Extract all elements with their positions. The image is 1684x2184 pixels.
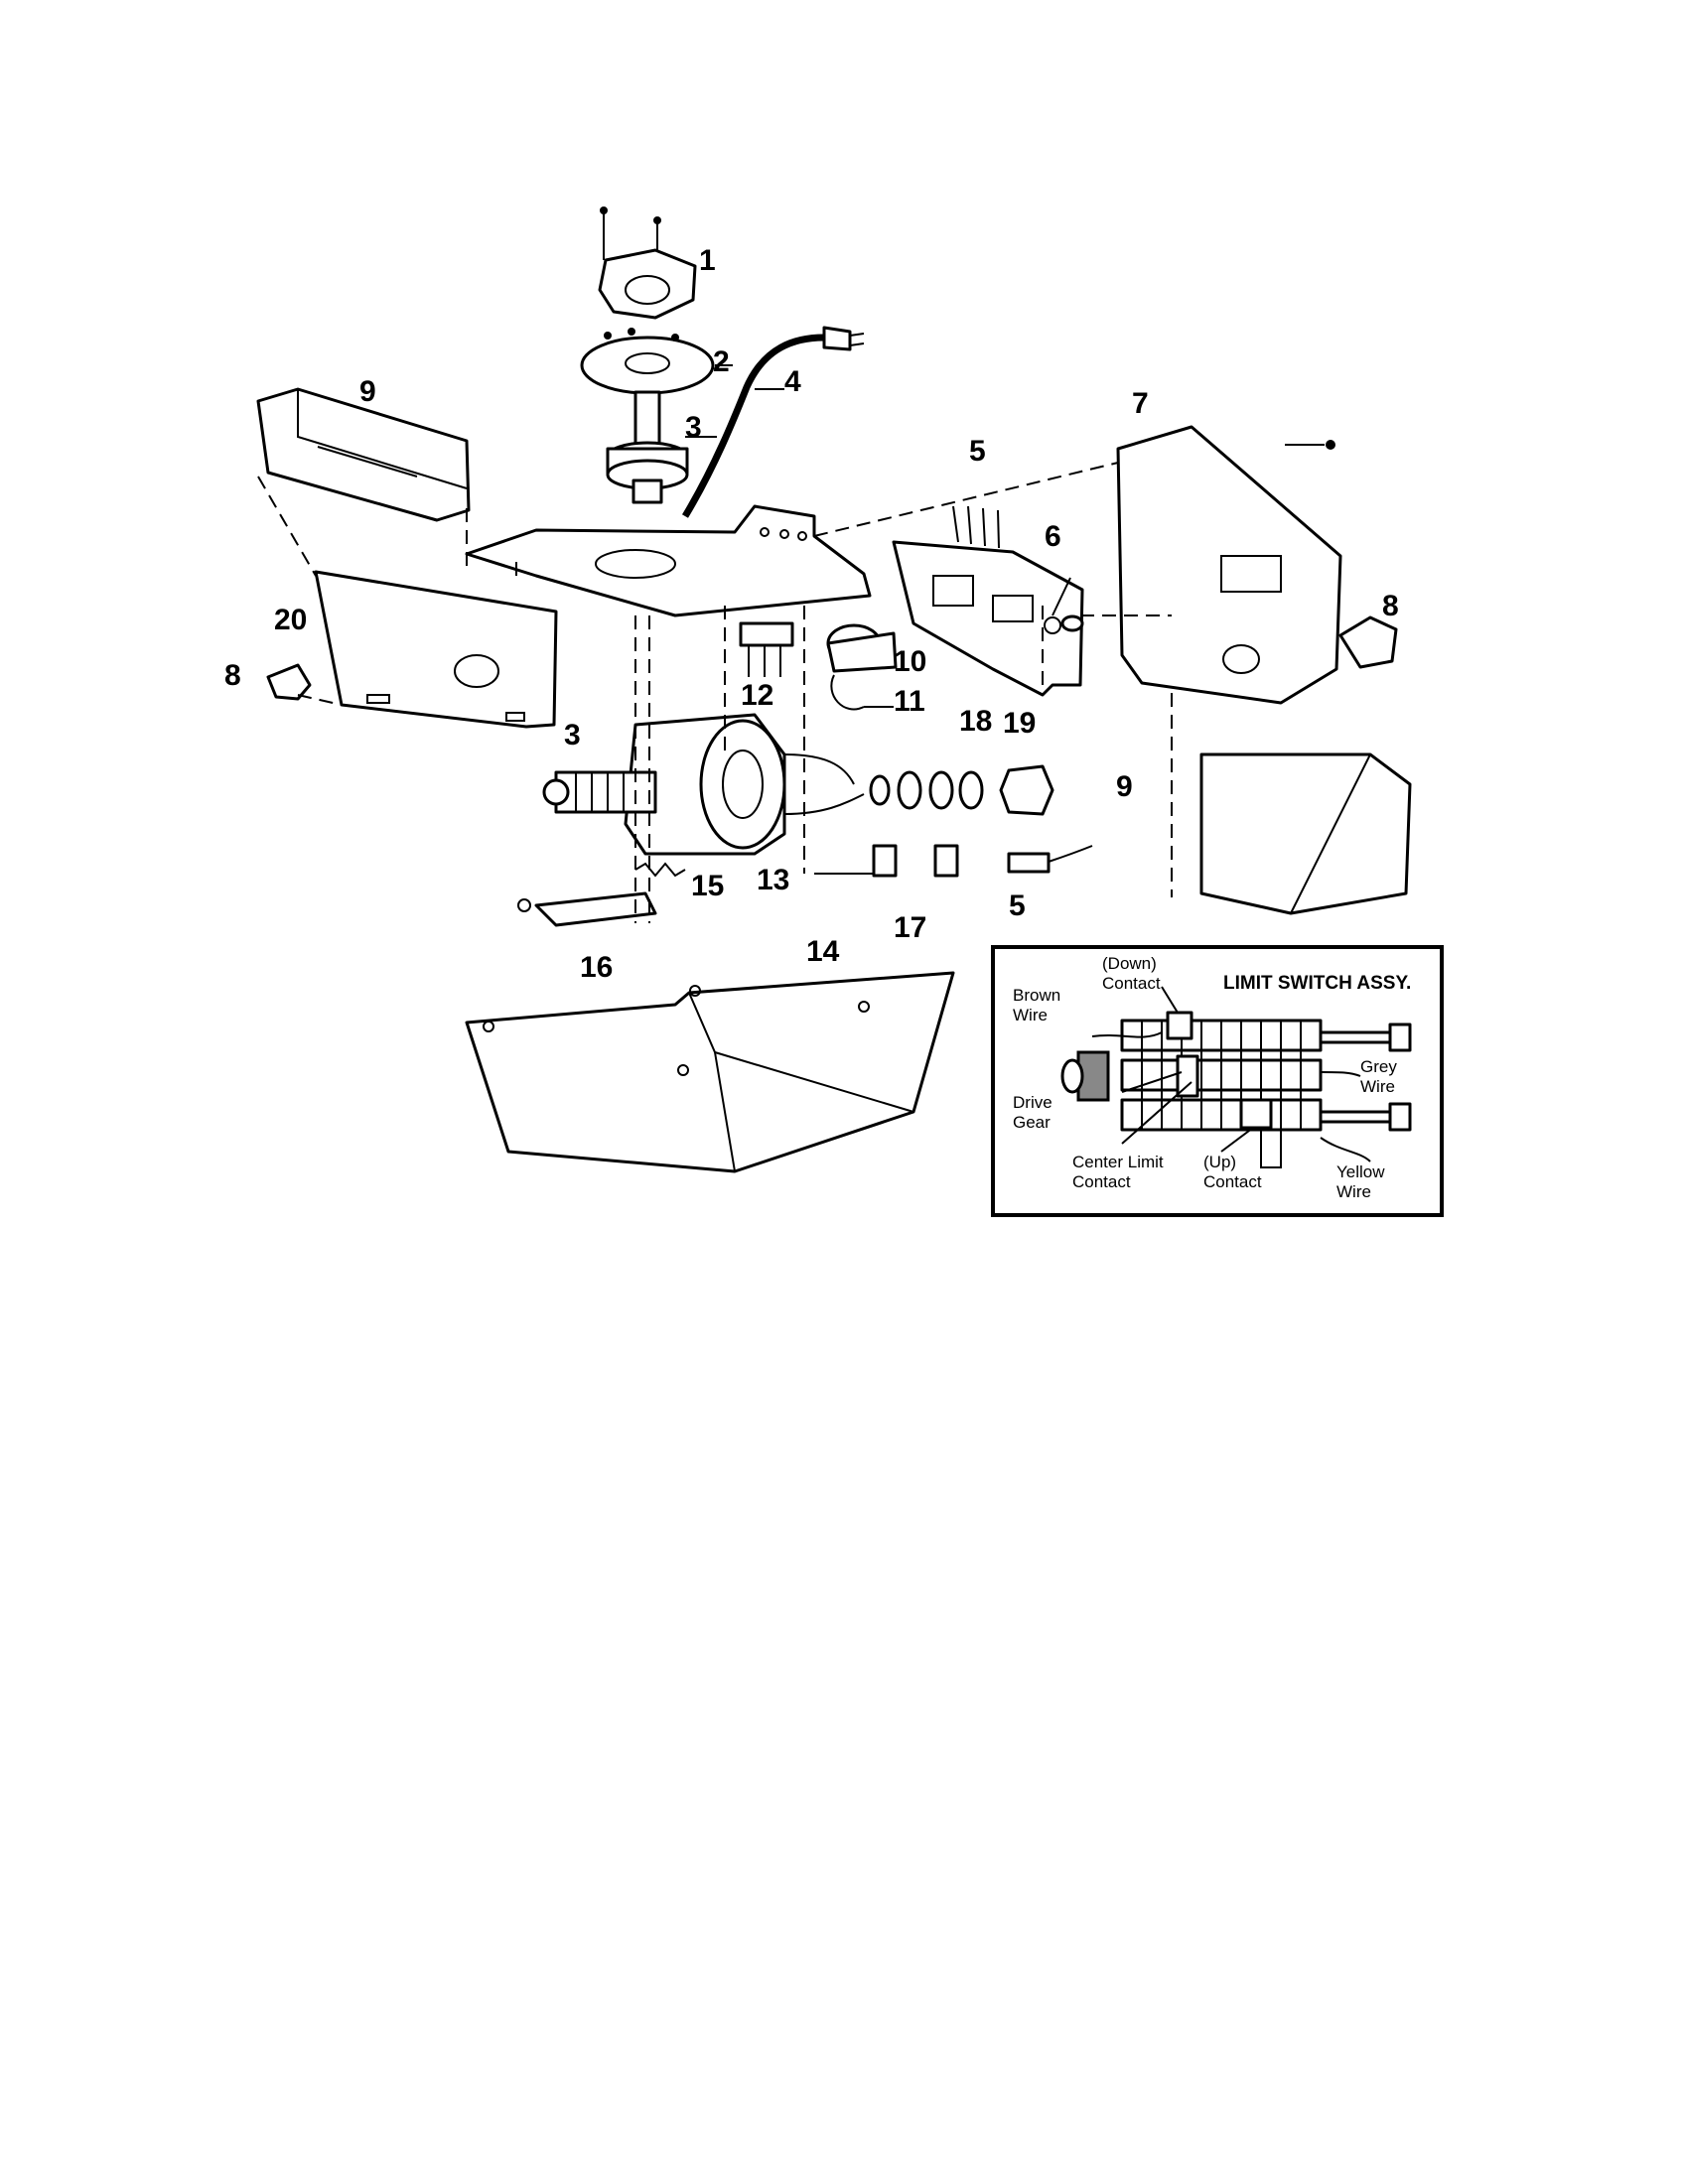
limit-switch-inset: LIMIT SWITCH ASSY. (Down) Contact Brown … [991, 945, 1444, 1217]
part-11-clip [830, 674, 894, 711]
inset-up-contact-1: (Up) [1203, 1153, 1236, 1171]
inset-down-contact-1: (Down) [1102, 954, 1157, 973]
inset-yellow-wire-2: Wire [1336, 1182, 1371, 1201]
callout-8-right: 8 [1382, 590, 1399, 622]
part-8-right-knob [1338, 615, 1398, 669]
part-12-terminal-block [739, 621, 794, 677]
part-3-gear-shaft [606, 390, 717, 504]
callout-14: 14 [806, 935, 840, 968]
part-10-light-socket [826, 623, 898, 673]
inset-yellow-wire-1: Yellow [1336, 1162, 1385, 1181]
inset-brown-wire-2: Wire [1013, 1006, 1048, 1024]
part-6-component [1052, 577, 1084, 632]
part-9-right-cover [1199, 752, 1412, 915]
inset-drive-gear-1: Drive [1013, 1093, 1052, 1112]
part-1-bracket [598, 206, 697, 320]
part-8-left-knob [266, 663, 312, 701]
callout-7: 7 [1132, 387, 1149, 420]
inset-center-limit-1: Center Limit [1072, 1153, 1164, 1171]
part-5-wire-connector [1007, 845, 1093, 874]
callout-20: 20 [274, 604, 307, 636]
callout-18: 18 [959, 705, 992, 738]
part-16-limit-switch [517, 891, 657, 927]
inset-brown-wire-1: Brown [1013, 986, 1060, 1005]
part-19-drive-gear [999, 764, 1054, 816]
inset-grey-wire-2: Wire [1360, 1077, 1395, 1096]
part-14-bottom-tray [465, 971, 955, 1173]
callout-19: 19 [1003, 707, 1036, 740]
part-18-washers [869, 770, 984, 810]
callout-16: 16 [580, 951, 613, 984]
inset-up-contact-2: Contact [1203, 1172, 1262, 1191]
part-13-motor [624, 713, 865, 856]
callout-9-left: 9 [359, 375, 376, 408]
part-17-connector [814, 844, 959, 878]
callout-2: 2 [713, 345, 730, 378]
part-20-side-panel [314, 570, 558, 729]
callout-17: 17 [894, 911, 926, 944]
inset-title: LIMIT SWITCH ASSY. [1223, 973, 1411, 994]
part-2-flange-plate [580, 328, 733, 395]
part-15-spring [634, 862, 686, 878]
callout-12: 12 [741, 679, 773, 712]
callout-13: 13 [757, 864, 789, 896]
callout-6: 6 [1045, 520, 1061, 553]
part-3-worm-gear [542, 770, 657, 814]
callout-11: 11 [894, 685, 925, 718]
callout-4: 4 [784, 365, 801, 398]
callout-5-upper: 5 [969, 435, 986, 468]
inset-center-limit-2: Contact [1072, 1172, 1131, 1191]
callout-3-lower: 3 [564, 719, 581, 751]
callout-1: 1 [699, 244, 716, 277]
alignment-guides [257, 462, 1173, 923]
callout-5-lower: 5 [1009, 889, 1026, 922]
callout-15: 15 [691, 870, 724, 902]
callout-10: 10 [894, 645, 926, 678]
chassis-frame [465, 504, 872, 617]
part-7-end-panel [1116, 425, 1342, 705]
callout-9-right: 9 [1116, 770, 1133, 803]
inset-down-contact-2: Contact [1102, 974, 1161, 993]
callout-8-left: 8 [224, 659, 241, 692]
callout-3-upper: 3 [685, 411, 702, 444]
part-9-left-cover [256, 387, 471, 522]
inset-grey-wire-1: Grey [1360, 1057, 1397, 1076]
callout-labels: 1 2 3 4 9 20 8 5 6 7 8 10 11 12 18 19 3 … [224, 244, 1399, 984]
part-4-power-cord [681, 326, 865, 518]
inset-drive-gear-2: Gear [1013, 1113, 1051, 1132]
part-5-circuit-board [892, 505, 1084, 697]
